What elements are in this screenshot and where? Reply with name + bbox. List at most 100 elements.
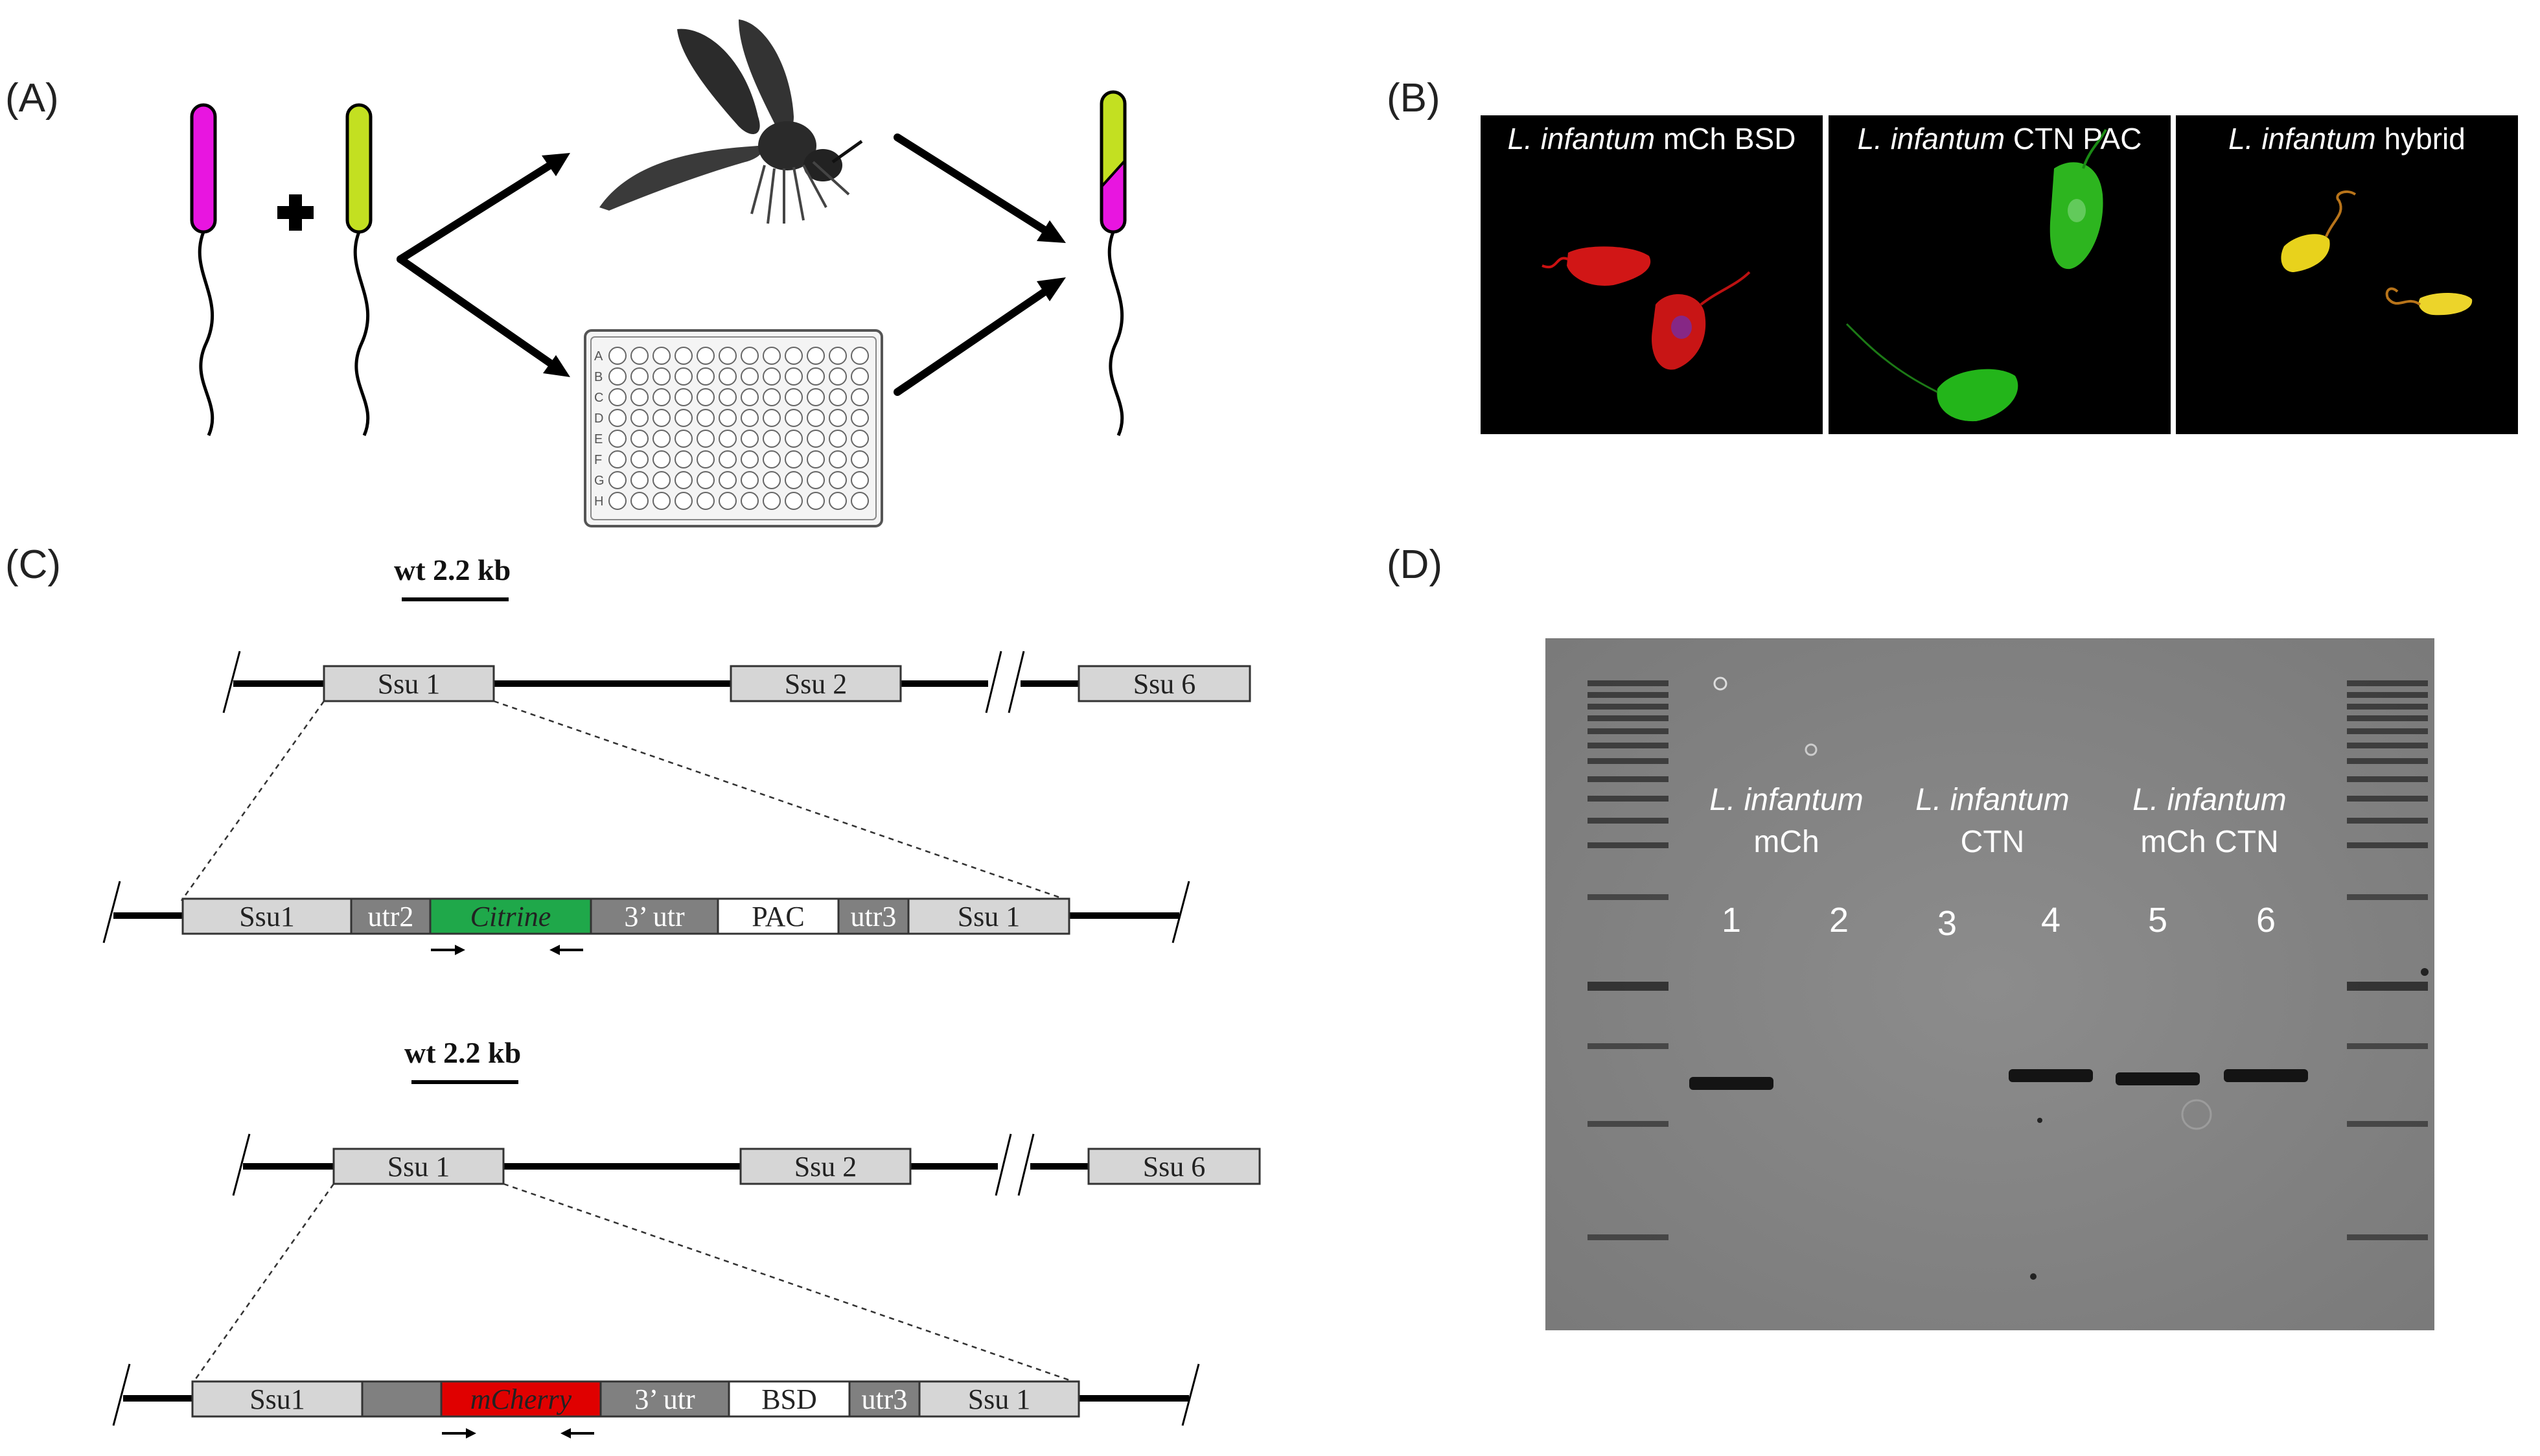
scale-label-bottom: wt 2.2 kb [404, 1036, 521, 1069]
ladder-band [1588, 743, 1668, 748]
plate-well [763, 471, 781, 489]
construct-citrine-pac: PAC [752, 901, 805, 932]
panel-label-d: (D) [1387, 542, 1442, 587]
plate-well [851, 347, 869, 365]
arrows-to-methods [397, 153, 570, 377]
plate-well [851, 388, 869, 406]
gel-sample-band [2224, 1069, 2308, 1082]
ladder-band [1588, 728, 1668, 734]
plate-well [675, 409, 693, 427]
plate-well [630, 430, 649, 448]
plate-well [741, 388, 759, 406]
panel-d: (D) L. infantum mCh L. infantum CTN L. i… [1387, 542, 2434, 1330]
caption-ctn-pac: L. infantum CTN PAC [1858, 122, 2142, 156]
plate-well [719, 367, 737, 386]
plate-well [719, 471, 737, 489]
plate-well [675, 430, 693, 448]
plate-well [652, 471, 671, 489]
plate-well [807, 347, 825, 365]
panel-b: (B) L. infantum mCh BSD L. infantum CTN … [1387, 76, 2518, 434]
gel-lane-label: 5 [2148, 901, 2167, 940]
plate-well [851, 430, 869, 448]
construct-mcherry-3utr: 3’ utr [634, 1383, 695, 1415]
plate-well [741, 430, 759, 448]
primer-arrows-mcherry [442, 1428, 594, 1439]
plate-well [807, 409, 825, 427]
plate-well [652, 492, 671, 510]
ladder-right [2347, 680, 2428, 1240]
plate-well [608, 388, 627, 406]
gel-sample-band [2116, 1072, 2200, 1085]
plate-well [829, 367, 847, 386]
plate-well [829, 471, 847, 489]
ladder-band [1588, 704, 1668, 710]
plate-well [741, 409, 759, 427]
construct-mcherry-ssu1: Ssu1 [249, 1383, 305, 1415]
locus-bottom-ssu2: Ssu 2 [794, 1151, 857, 1183]
plate-well [608, 450, 627, 468]
plate-row-g: G [594, 474, 605, 488]
plate-well [630, 409, 649, 427]
plate-well [697, 430, 715, 448]
ladder-band [2347, 715, 2428, 721]
plate-well [697, 347, 715, 365]
plate-well [608, 409, 627, 427]
ladder-band [1588, 842, 1668, 848]
gel-sample-band [2009, 1069, 2093, 1082]
plate-well [785, 430, 803, 448]
plate-well [652, 450, 671, 468]
construct-mcherry-bsd: BSD [761, 1383, 817, 1415]
plate-well [675, 492, 693, 510]
plate-well [630, 492, 649, 510]
plate-well [719, 450, 737, 468]
plate-well [719, 388, 737, 406]
plus-icon [277, 194, 314, 231]
gel-image [1545, 638, 2434, 1330]
plate-well [652, 409, 671, 427]
plate-well [719, 347, 737, 365]
ladder-band [1588, 894, 1668, 900]
plate-well [652, 367, 671, 386]
caption-hybrid: L. infantum hybrid [2228, 122, 2465, 156]
ladder-band [2347, 680, 2428, 686]
plate-well [785, 492, 803, 510]
plate-well [741, 492, 759, 510]
plate-well [608, 347, 627, 365]
construct-mcherry-utr3: utr3 [862, 1383, 908, 1415]
plate-well [851, 367, 869, 386]
plate-well [807, 492, 825, 510]
plate-well [675, 471, 693, 489]
plate-well [675, 347, 693, 365]
panel-label-b: (B) [1387, 76, 1440, 121]
gel-group-mchctn-line1: L. infantum [2132, 783, 2286, 817]
ladder-band [2347, 692, 2428, 698]
plate-well [807, 430, 825, 448]
construct-citrine-3utr: 3’ utr [624, 901, 685, 932]
plate-well [807, 367, 825, 386]
plate-well [675, 450, 693, 468]
plate-well [785, 388, 803, 406]
locus-bottom-ssu1: Ssu 1 [387, 1151, 450, 1183]
plate-well [719, 492, 737, 510]
plate-well [785, 347, 803, 365]
locus-top-ssu6: Ssu 6 [1133, 668, 1196, 700]
construct-citrine-ssu1: Ssu1 [239, 901, 295, 932]
panel-a: (A) [5, 19, 1127, 527]
gel-lane-label: 1 [1722, 901, 1741, 940]
parasite-magenta-body [190, 103, 217, 234]
gel-group-mch-line2: mCh [1753, 825, 1819, 859]
ladder-band [2347, 1121, 2428, 1127]
ladder-left [1588, 680, 1668, 1240]
locus-top-ssu1: Ssu 1 [378, 668, 441, 700]
plate-well [763, 492, 781, 510]
parasite-lime-body [345, 103, 373, 234]
plate-row-e: E [594, 432, 603, 446]
gel-lane-label: 2 [1829, 901, 1849, 940]
plate-well [829, 409, 847, 427]
ladder-band [1588, 1043, 1668, 1049]
ladder-band [1588, 818, 1668, 824]
primer-arrows-citrine [431, 945, 583, 955]
plate-well [608, 471, 627, 489]
ladder-band [2347, 758, 2428, 764]
